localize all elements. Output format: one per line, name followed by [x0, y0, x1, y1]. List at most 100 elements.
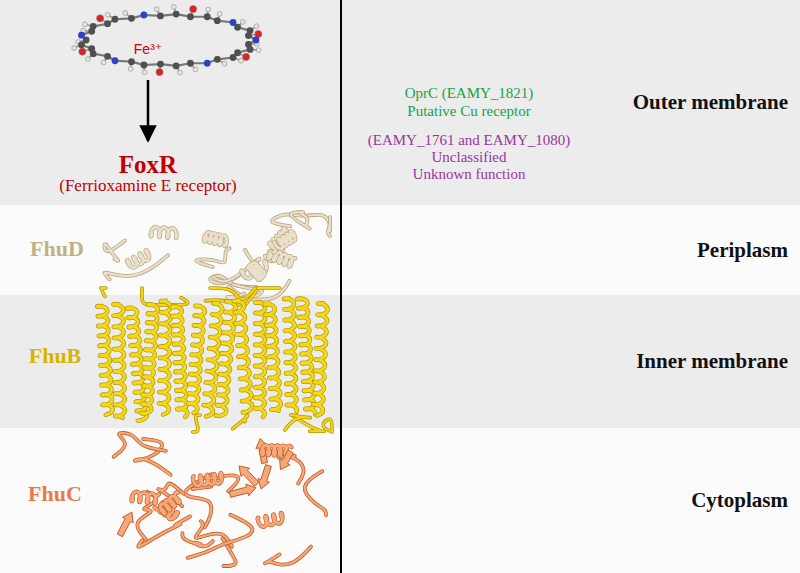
region-label: Cytoplasm — [691, 488, 788, 513]
helix-ribbon — [97, 306, 113, 415]
fhud-structure — [104, 212, 330, 300]
helix-ribbon — [313, 303, 327, 415]
loop-ribbon — [328, 217, 330, 236]
atom — [204, 60, 211, 67]
atom — [245, 32, 252, 39]
helix-ribbon — [234, 300, 253, 412]
loop-ribbon — [188, 515, 253, 558]
loop-ribbon — [328, 217, 330, 236]
loop-ribbon — [285, 415, 311, 430]
atom — [142, 70, 147, 75]
loop-ribbon — [114, 433, 166, 457]
protein-name: FhuB — [29, 344, 82, 368]
helix-ribbon — [151, 227, 177, 238]
helix-ribbon — [274, 231, 295, 249]
helix-ribbon — [193, 473, 222, 486]
helix-ribbon — [141, 304, 158, 413]
loop-ribbon — [323, 419, 332, 432]
atom — [128, 58, 135, 65]
helix-ribbon — [131, 492, 159, 504]
strand-arrow — [280, 450, 294, 470]
atom — [78, 32, 85, 39]
helix-ribbon — [172, 307, 188, 417]
helix-ribbon — [204, 232, 227, 246]
atom — [240, 19, 245, 24]
loop-ribbon — [188, 515, 253, 558]
atom — [230, 54, 237, 61]
helix-ribbon — [297, 298, 315, 414]
helix-ribbon — [131, 492, 159, 504]
atom — [97, 15, 104, 22]
ferrioxamine-molecule — [72, 5, 262, 76]
helix-ribbon — [193, 473, 222, 486]
bond-lines — [74, 7, 258, 73]
loop-ribbon — [104, 240, 124, 260]
ion-label: Fe³⁺ — [134, 42, 162, 57]
atom — [104, 53, 111, 60]
helix-ribbon — [204, 303, 223, 416]
atom — [82, 22, 87, 27]
region-label: Inner membrane — [636, 349, 788, 374]
protein-name: FhuD — [30, 237, 84, 261]
loop-ribbon — [305, 471, 326, 515]
atom — [141, 12, 148, 19]
helix-ribbon — [160, 493, 179, 514]
helix-ribbon — [113, 304, 125, 418]
strand-arrow — [239, 466, 259, 487]
loop-ribbon — [265, 547, 311, 565]
atom — [239, 58, 244, 63]
membrane-band: Periplasm — [0, 205, 800, 295]
helix-ribbon — [248, 263, 265, 280]
loop-ribbon — [193, 415, 201, 432]
atom — [128, 66, 133, 71]
helix-ribbon — [265, 304, 281, 411]
divider-line — [340, 0, 342, 573]
helix-ribbon — [127, 250, 149, 268]
atom — [253, 37, 260, 44]
helix-ribbon — [172, 307, 188, 417]
loop-ribbon — [104, 240, 124, 260]
protein-description: Unclassified — [432, 149, 507, 166]
atom — [206, 7, 211, 12]
receptor-name: FoxR — [119, 151, 177, 179]
atom — [105, 12, 110, 17]
loop-ribbon — [193, 415, 201, 432]
atom — [173, 62, 180, 69]
region-label: Periplasm — [697, 238, 788, 263]
loop-ribbon — [182, 533, 212, 546]
atom — [156, 68, 163, 75]
loop-ribbon — [233, 415, 248, 428]
atom — [193, 67, 198, 72]
atom — [123, 11, 128, 16]
atom — [234, 24, 241, 31]
loop-ribbon — [101, 288, 106, 296]
helix-ribbon — [258, 513, 283, 527]
helix-ribbon — [216, 301, 236, 416]
fhuc-structure — [114, 433, 326, 566]
atom — [157, 61, 164, 68]
protein-description: Putative Cu receptor — [407, 103, 530, 120]
atom — [256, 48, 261, 53]
loop-ribbon — [196, 248, 229, 267]
protein-name: (EAMY_1761 and EAMY_1080) — [368, 132, 570, 149]
protein-description: Unknown function — [413, 166, 526, 183]
atom — [254, 24, 259, 29]
helix-ribbon — [265, 304, 281, 411]
strand-arrow — [258, 465, 271, 489]
atom — [154, 7, 159, 12]
helix-ribbon — [204, 303, 223, 416]
atom — [112, 16, 119, 23]
strand-arrow — [117, 512, 133, 537]
protein-name: FhuC — [28, 482, 82, 506]
helix-ribbon — [113, 304, 125, 418]
atom — [79, 48, 86, 55]
helix-ribbon — [284, 298, 297, 411]
atom — [171, 5, 176, 10]
atom — [214, 17, 221, 24]
loop-ribbon — [196, 248, 229, 267]
helix-ribbon — [258, 513, 283, 527]
atom — [141, 62, 148, 69]
helix-ribbon — [160, 493, 179, 514]
